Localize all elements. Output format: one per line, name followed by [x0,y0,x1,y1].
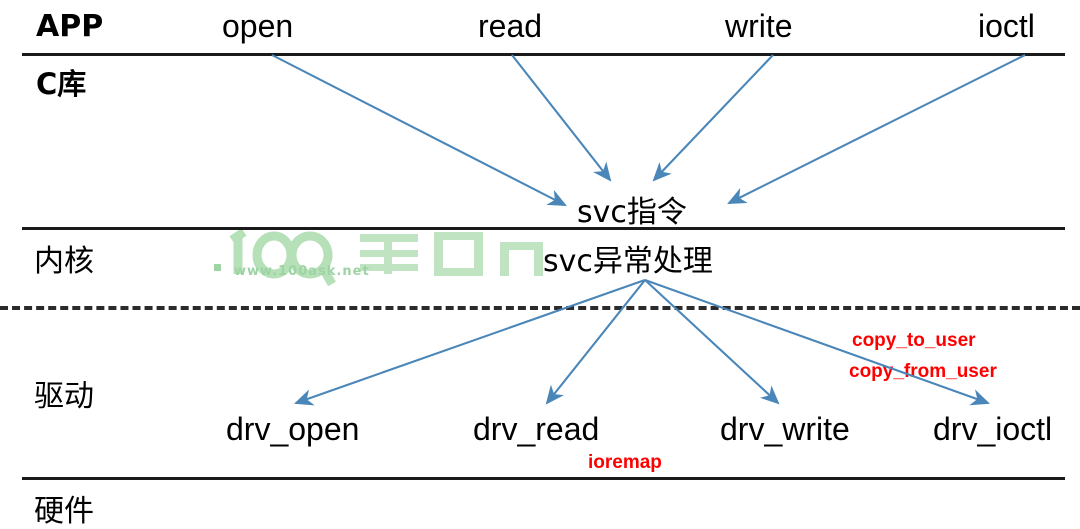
rule-kernel-driver-dashed [0,306,1080,310]
layer-label-hardware: 硬件 [34,494,94,529]
driver-fn-drv-ioctl[interactable]: drv_ioctl [933,411,1053,447]
layer-label-app: APP [36,9,104,44]
arrow-svc-to-drv-open [294,279,646,406]
layer-label-driver: 驱动 [34,379,94,414]
layer-label-kernel: 内核 [34,244,94,279]
annotation-copy-to-user: copy_to_user [852,330,976,351]
syscall-open[interactable]: open [222,8,294,44]
watermark-dot-icon [214,264,221,271]
rule-clib-kernel [22,227,1065,230]
driver-fn-drv-read[interactable]: drv_read [473,411,600,447]
annotation-copy-from-user: copy_from_user [849,361,997,382]
rule-driver-hardware [22,477,1065,480]
driver-fn-drv-open[interactable]: drv_open [226,411,360,447]
arrow-svc-to-drv-write [644,279,780,405]
syscall-read[interactable]: read [478,8,543,44]
watermark-site: www.100ask.net [234,264,370,279]
rule-app-clib [22,53,1065,56]
layer-label-clib: C库 [36,67,87,101]
arrow-read-to-svc [511,54,612,182]
arrow-ioctl-to-svc [727,54,1026,204]
arrow-open-to-svc [271,54,567,206]
svc-exception-handler: svc异常处理 [543,244,713,279]
arrow-write-to-svc [652,54,774,182]
syscall-write[interactable]: write [725,8,793,44]
annotation-ioremap: ioremap [588,452,662,473]
svc-instruction: svc指令 [577,195,687,230]
arrow-svc-to-drv-read [545,279,646,405]
syscall-ioctl[interactable]: ioctl [978,8,1035,44]
driver-fn-drv-write[interactable]: drv_write [720,411,850,447]
